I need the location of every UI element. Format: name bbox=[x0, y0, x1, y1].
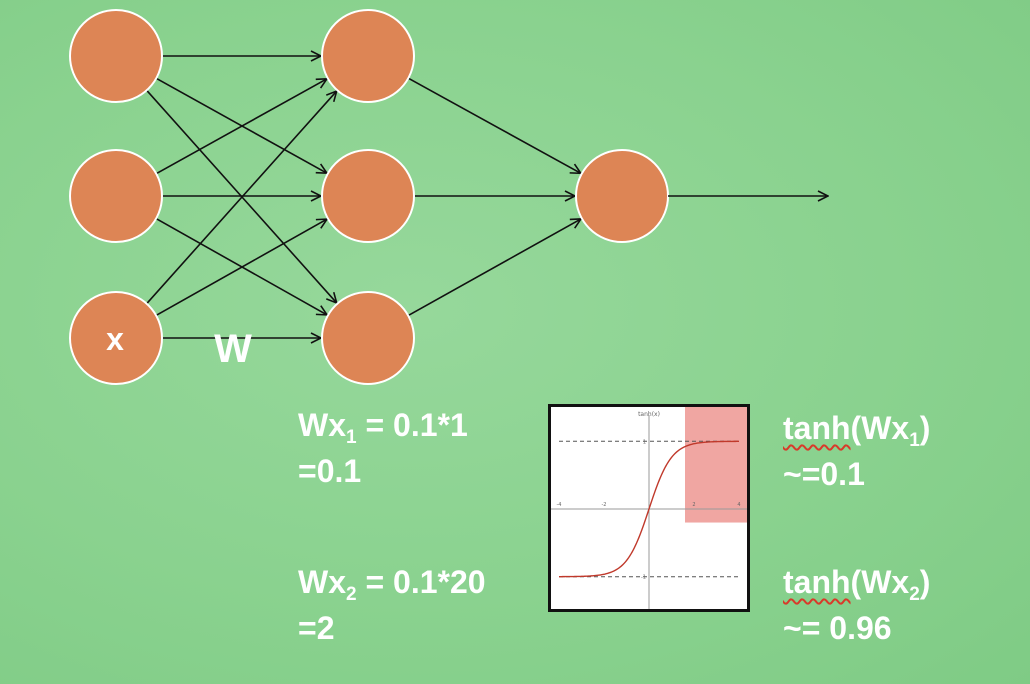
equation-tanh2: tanh(Wx2) ~= 0.96 bbox=[783, 559, 930, 651]
wx2-right: = 0.1*20 bbox=[356, 564, 486, 600]
tanh2-subscript: 2 bbox=[909, 584, 920, 605]
wx1-result: =0.1 bbox=[298, 453, 362, 489]
edge-l1-n2-to-n0 bbox=[407, 219, 581, 317]
tick-labels: -4 -2 2 4 1 -1 bbox=[557, 439, 741, 580]
tanh2-result: ~= 0.96 bbox=[783, 610, 892, 646]
tanh1-subscript: 1 bbox=[909, 430, 920, 451]
wx2-result: =2 bbox=[298, 610, 335, 646]
y-tick-label: -1 bbox=[641, 575, 646, 581]
tanh1-result: ~=0.1 bbox=[783, 456, 865, 492]
tanh-curve bbox=[558, 440, 740, 578]
connection-edges bbox=[146, 56, 581, 338]
node-layer1-0 bbox=[321, 9, 415, 103]
node-layer2-0 bbox=[575, 149, 669, 243]
tanh2-open: (Wx bbox=[850, 564, 910, 600]
edge-l0-n2-to-n0 bbox=[146, 91, 337, 305]
equation-tanh1: tanh(Wx1) ~=0.1 bbox=[783, 405, 930, 497]
neural-network-diagram: x W bbox=[69, 9, 1030, 385]
tanh1-open: (Wx bbox=[850, 410, 910, 446]
tanh-plot-canvas: -4 -2 2 4 1 -1 tanh(x) bbox=[551, 407, 747, 609]
edge-l0-n2-to-n1 bbox=[155, 219, 327, 317]
input-node-label: x bbox=[106, 321, 124, 357]
tanh1-close: ) bbox=[919, 410, 931, 446]
y-tick-label: 1 bbox=[643, 439, 646, 445]
x-tick-label: 2 bbox=[692, 502, 695, 508]
plot-title: tanh(x) bbox=[638, 411, 660, 418]
equation-wx2: Wx2 = 0.1*20 =2 bbox=[298, 559, 486, 651]
x-tick-label: -4 bbox=[557, 502, 562, 508]
node-layer1-2 bbox=[321, 291, 415, 385]
wx1-subscript: 1 bbox=[346, 427, 357, 448]
edge-l0-n1-to-n0 bbox=[155, 79, 327, 175]
weight-label: W bbox=[214, 327, 252, 371]
edge-l1-n0-to-n0 bbox=[407, 77, 581, 173]
saturation-region bbox=[685, 407, 747, 523]
node-layer0-0 bbox=[69, 9, 163, 103]
tanh2-function: tanh bbox=[783, 564, 851, 600]
equation-wx1: Wx1 = 0.1*1 =0.1 bbox=[298, 402, 468, 494]
x-tick-label: 4 bbox=[737, 502, 740, 508]
tanh-plot: -4 -2 2 4 1 -1 tanh(x) bbox=[548, 404, 750, 612]
wx2-subscript: 2 bbox=[346, 584, 357, 605]
network-nodes bbox=[69, 9, 669, 385]
tanh2-close: ) bbox=[919, 564, 931, 600]
wx1-right: = 0.1*1 bbox=[356, 407, 468, 443]
x-tick-label: -2 bbox=[602, 502, 607, 508]
node-layer1-1 bbox=[321, 149, 415, 243]
tanh1-function: tanh bbox=[783, 410, 851, 446]
node-layer0-2 bbox=[69, 291, 163, 385]
wx1-left: Wx bbox=[298, 407, 346, 443]
wx2-left: Wx bbox=[298, 564, 346, 600]
node-layer0-1 bbox=[69, 149, 163, 243]
